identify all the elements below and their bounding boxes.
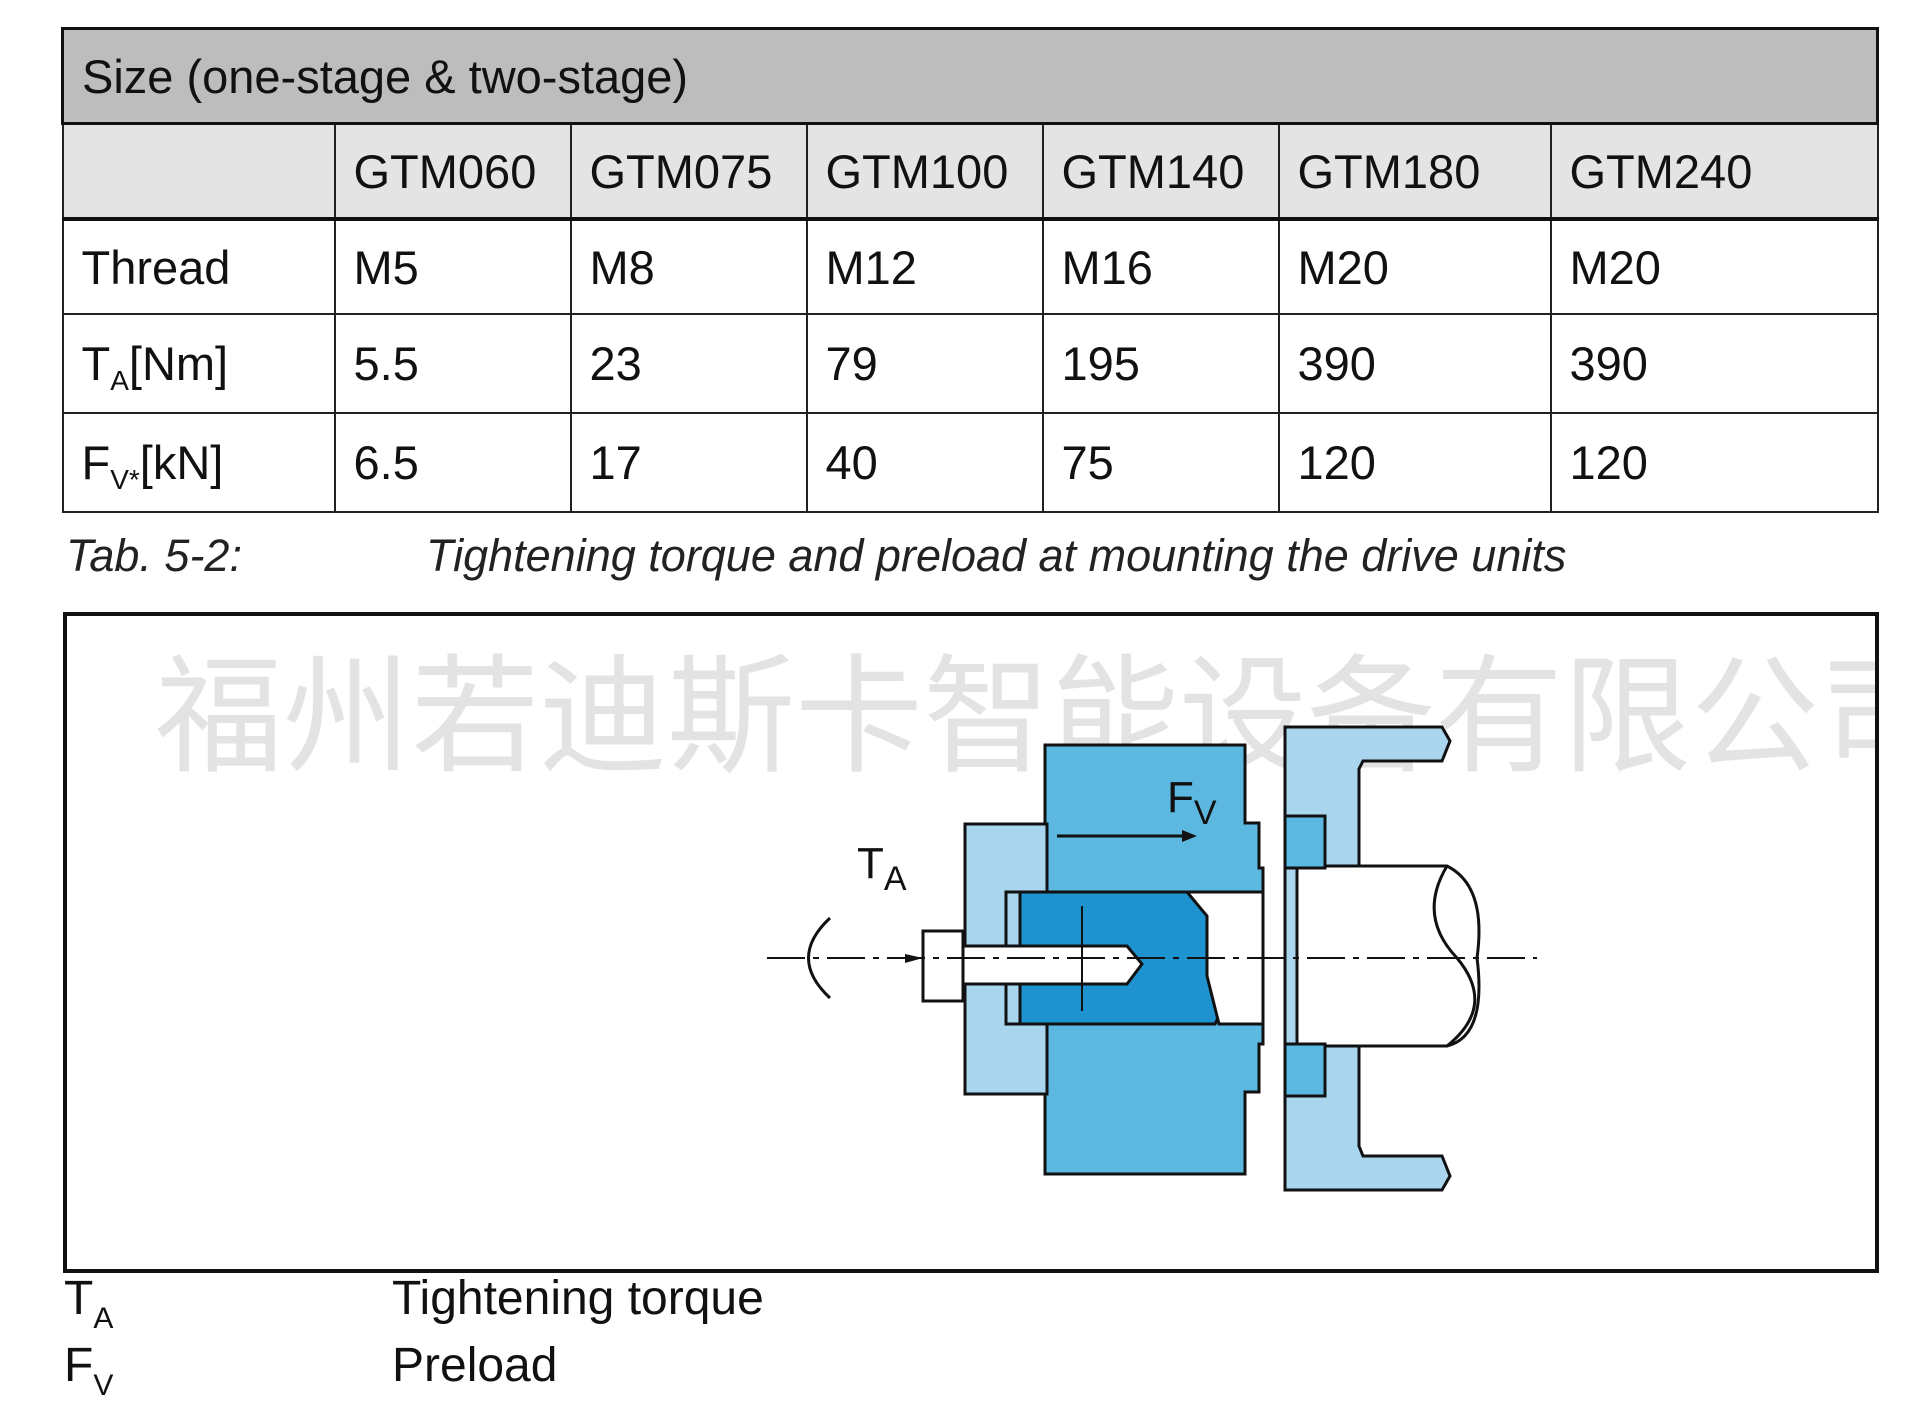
caption-text: Tightening torque and preload at mountin…	[426, 530, 1567, 581]
legend-description: Tightening torque	[392, 1272, 764, 1325]
label-ta: TA	[857, 839, 907, 898]
watermark-text: 福州若迪斯卡智能设备有限公司	[155, 643, 1875, 792]
table-row-torque: TA[Nm] 5.5 23 79 195 390 390	[61, 313, 1879, 414]
label-fv: FV	[1167, 773, 1217, 832]
legend-symbol: TA	[64, 1272, 114, 1335]
table-cell: M12	[805, 218, 1044, 315]
table-cell: M8	[569, 218, 808, 315]
table-cell: 75	[1041, 412, 1280, 513]
preload-arrowhead	[1182, 830, 1197, 842]
screw-shank	[961, 944, 1144, 986]
table-row-thread: Thread M5 M8 M12 M16 M20 M20	[61, 218, 1879, 315]
column-header: GTM100	[805, 122, 1044, 221]
column-header: GTM240	[1549, 122, 1879, 221]
screw-head	[921, 929, 965, 1003]
table-cell: M16	[1041, 218, 1280, 315]
table-cell: 23	[569, 313, 808, 414]
table-cell: 120	[1549, 412, 1879, 513]
row-label: TA[Nm]	[61, 313, 336, 414]
table-cell: 79	[805, 313, 1044, 414]
torque-arrowhead	[905, 954, 923, 963]
table-cell: 195	[1041, 313, 1280, 414]
table-cell: 120	[1277, 412, 1552, 513]
table-cell: 40	[805, 412, 1044, 513]
legend-symbol: FV	[64, 1339, 114, 1402]
header-empty-cell	[61, 122, 336, 221]
table-title: Size (one-stage & two-stage)	[60, 27, 1880, 125]
table-cell: M20	[1549, 218, 1879, 315]
table-cell: 390	[1277, 313, 1552, 414]
column-header: GTM060	[333, 122, 572, 221]
table-row-preload: FV*[kN] 6.5 17 40 75 120 120	[61, 412, 1879, 513]
torque-arrow	[807, 916, 832, 1000]
table-header-row: GTM060 GTM075 GTM100 GTM140 GTM180 GTM24…	[61, 122, 1879, 221]
column-header: GTM140	[1041, 122, 1280, 221]
table-cell: 17	[569, 412, 808, 513]
seal-top	[1283, 814, 1327, 870]
motor-shaft	[1295, 864, 1481, 1048]
column-header: GTM075	[569, 122, 808, 221]
spec-table: Size (one-stage & two-stage) GTM060 GTM0…	[60, 27, 1880, 513]
row-label: Thread	[61, 218, 336, 315]
row-label: FV*[kN]	[61, 412, 336, 513]
legend-description: Preload	[392, 1339, 558, 1392]
table-cell: 5.5	[333, 313, 572, 414]
mounting-figure: 福州若迪斯卡智能设备有限公司 TA FV	[63, 612, 1879, 1273]
column-header: GTM180	[1277, 122, 1552, 221]
table-cell: M20	[1277, 218, 1552, 315]
table-cell: 390	[1549, 313, 1879, 414]
caption-number: Tab. 5-2:	[66, 530, 242, 581]
table-cell: M5	[333, 218, 572, 315]
table-title-row: Size (one-stage & two-stage)	[60, 27, 1880, 125]
table-cell: 6.5	[333, 412, 572, 513]
seal-bottom	[1283, 1042, 1327, 1098]
mounting-diagram: 福州若迪斯卡智能设备有限公司 TA FV	[155, 643, 1875, 1192]
